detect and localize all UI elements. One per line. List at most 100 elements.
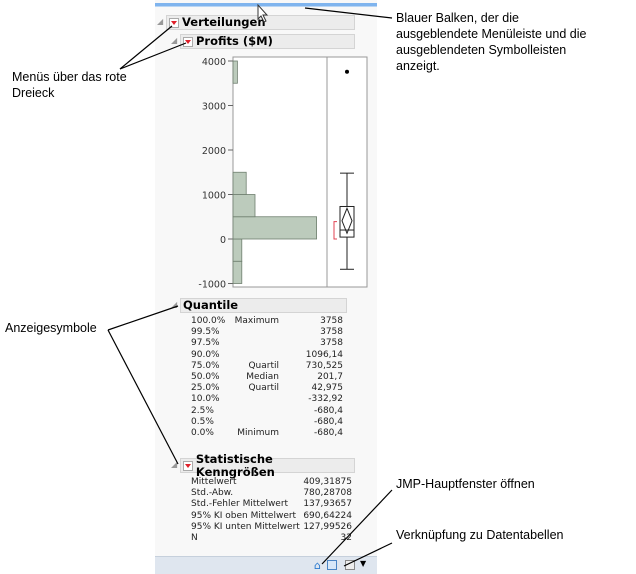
stat-value: 127,99526 bbox=[303, 521, 352, 532]
annotation-menus: Menüs über das rote Dreieck bbox=[12, 70, 127, 100]
quantile-value: 42,975 bbox=[311, 383, 344, 394]
outline-header-profits[interactable]: Profits ($M) bbox=[180, 34, 355, 49]
quantile-row: 0.0%Minimum-680,4 bbox=[191, 428, 343, 439]
quantile-row: 100.0% Maximum 3758 bbox=[191, 316, 343, 327]
outlier-point bbox=[345, 69, 349, 74]
outline-header-summary-statistics[interactable]: Statistische Kenngrößen bbox=[180, 452, 355, 478]
stat-value: 137,93657 bbox=[303, 499, 352, 510]
quantile-percent: 0.5% bbox=[191, 416, 214, 427]
stat-row: Std.-Fehler Mittelwert 137,93657 bbox=[191, 499, 352, 510]
quantile-percent: 2.5% bbox=[191, 405, 214, 416]
quantile-value: 3758 bbox=[320, 338, 343, 349]
mean-diamond bbox=[341, 206, 353, 235]
quantile-row: 97.5% 3758 bbox=[191, 338, 343, 349]
window-list-icon[interactable] bbox=[345, 560, 355, 570]
stat-value: 690,64224 bbox=[303, 510, 352, 521]
plot-frame bbox=[232, 56, 368, 288]
stat-row: Std.-Abw. 780,28708 bbox=[191, 488, 352, 499]
quantile-percent: 50.0% bbox=[191, 371, 220, 382]
section-title: Verteilungen bbox=[182, 15, 266, 29]
stat-value: 409,31875 bbox=[303, 477, 352, 487]
y-tick-label: -1000 bbox=[198, 280, 226, 291]
quantile-percent: 100.0% bbox=[191, 316, 226, 326]
quantile-label: Minimum bbox=[237, 427, 279, 438]
red-triangle-menu-icon[interactable] bbox=[183, 460, 193, 471]
y-tick-label: 4000 bbox=[202, 57, 226, 68]
quantile-label: Median bbox=[246, 371, 279, 382]
stat-row: 95% KI oben Mittelwert 690,64224 bbox=[191, 511, 352, 522]
quantile-label bbox=[229, 406, 279, 417]
disclosure-icon[interactable]: ◢ bbox=[171, 36, 178, 45]
histogram-bar bbox=[232, 194, 256, 218]
red-triangle-menu-icon[interactable] bbox=[183, 36, 193, 47]
stat-label: Std.-Fehler Mittelwert bbox=[191, 499, 289, 510]
red-triangle-menu-icon[interactable] bbox=[169, 17, 179, 28]
quantile-value: 201,7 bbox=[317, 371, 343, 382]
histogram-bar bbox=[232, 216, 317, 240]
variable-title: Profits ($M) bbox=[196, 34, 273, 48]
annotation-home: JMP-Hauptfenster öffnen bbox=[396, 477, 535, 491]
chevron-down-icon[interactable]: ▼ bbox=[360, 559, 367, 568]
quantile-value: 3758 bbox=[320, 316, 343, 326]
shortest-half-bracket bbox=[333, 221, 337, 240]
disclosure-icon[interactable]: ◢ bbox=[171, 300, 178, 309]
box bbox=[339, 205, 355, 238]
section-title: Statistische Kenngrößen bbox=[195, 451, 275, 479]
y-tick-label: 2000 bbox=[202, 146, 226, 157]
quantile-label bbox=[229, 327, 279, 338]
quantile-percent: 99.5% bbox=[191, 327, 220, 338]
quantile-label bbox=[229, 338, 279, 349]
stat-label: Mittelwert bbox=[191, 477, 237, 487]
quantile-label: Quartil bbox=[248, 360, 279, 371]
y-tick-label: 3000 bbox=[202, 102, 226, 113]
quantile-label bbox=[229, 350, 279, 361]
outline-header-quantiles[interactable]: Quantile bbox=[180, 298, 347, 313]
quantile-label bbox=[229, 417, 279, 428]
quantile-row: 0.5% -680,4 bbox=[191, 417, 343, 428]
distribution-chart: 4000 3000 2000 1000 0 -1000 bbox=[198, 56, 368, 291]
stat-value: 32 bbox=[340, 532, 352, 543]
annotation-display-icons: Anzeigesymbole bbox=[5, 321, 97, 335]
quantile-percent: 90.0% bbox=[191, 349, 220, 360]
stat-value: 780,28708 bbox=[303, 488, 352, 499]
y-tick-label: 0 bbox=[220, 235, 226, 246]
quantile-percent: 10.0% bbox=[191, 394, 220, 405]
quantile-value: 1096,14 bbox=[305, 349, 343, 360]
section-title: Quantile bbox=[183, 298, 239, 312]
quantile-label bbox=[229, 394, 279, 405]
quantile-row: 25.0% Quartil 42,975 bbox=[191, 383, 343, 394]
histogram-bar bbox=[232, 60, 238, 84]
stat-label: 95% KI unten Mittelwert bbox=[191, 521, 300, 532]
disclosure-icon[interactable]: ◢ bbox=[157, 17, 164, 26]
quantile-percent: 75.0% bbox=[191, 360, 220, 371]
quantile-label: Quartil bbox=[248, 383, 279, 394]
quantile-row: 90.0% 1096,14 bbox=[191, 350, 343, 361]
y-tick-label: 1000 bbox=[202, 191, 226, 202]
quantile-percent: 25.0% bbox=[191, 383, 220, 394]
histogram-bar bbox=[232, 238, 243, 262]
quantile-row: 99.5% 3758 bbox=[191, 327, 343, 338]
data-table-icon[interactable] bbox=[327, 560, 337, 570]
quantile-row: 10.0% -332,92 bbox=[191, 394, 343, 405]
annotation-data-table: Verknüpfung zu Datentabellen bbox=[396, 528, 564, 542]
quantile-row: 2.5%-680,4 bbox=[191, 406, 343, 417]
quantile-value: -680,4 bbox=[313, 416, 343, 427]
quantile-value: 3758 bbox=[320, 327, 343, 338]
disclosure-icon[interactable]: ◢ bbox=[171, 460, 178, 469]
histogram-bar bbox=[232, 260, 243, 284]
quantile-percent: 0.0% bbox=[191, 427, 214, 438]
quantile-label: Maximum bbox=[234, 316, 279, 326]
status-bar: ⌂ ▼ bbox=[155, 556, 377, 574]
home-icon[interactable]: ⌂ bbox=[314, 559, 321, 572]
stat-label: Std.-Abw. bbox=[191, 488, 234, 499]
quantile-percent: 97.5% bbox=[191, 338, 220, 349]
histogram-bar bbox=[232, 171, 247, 195]
quantile-value: -332,92 bbox=[308, 394, 343, 405]
quantile-row: 50.0% Median 201,7 bbox=[191, 372, 343, 383]
stat-label: 95% KI oben Mittelwert bbox=[191, 510, 297, 521]
